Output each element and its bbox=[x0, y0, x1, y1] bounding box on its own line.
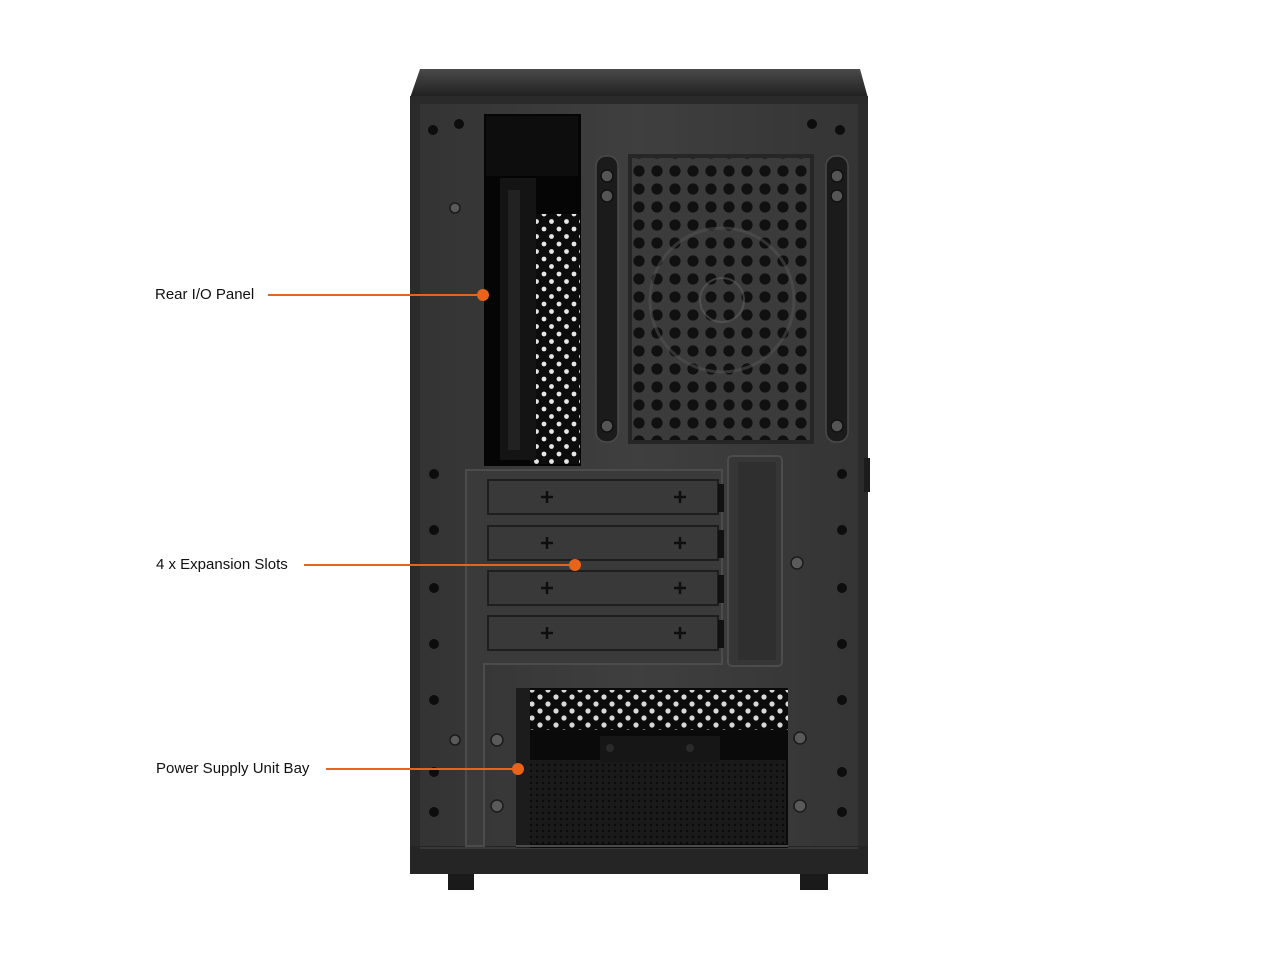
callout-rear-io-panel: Rear I/O Panel bbox=[155, 280, 495, 310]
rear-io-cutout bbox=[484, 114, 581, 466]
case-foot-right bbox=[800, 872, 828, 890]
callout-expansion-slots-label: 4 x Expansion Slots bbox=[156, 556, 288, 573]
callout-rear-io-panel-marker bbox=[477, 289, 489, 301]
callout-psu-bay-marker bbox=[512, 763, 524, 775]
case-top-panel bbox=[410, 69, 868, 98]
callout-expansion-slots-marker bbox=[569, 559, 581, 571]
callout-psu-bay-leader-line bbox=[326, 768, 518, 770]
callout-psu-bay: Power Supply Unit Bay bbox=[156, 754, 536, 784]
callout-rear-io-panel-leader-line bbox=[268, 294, 483, 296]
callout-psu-bay-label: Power Supply Unit Bay bbox=[156, 760, 310, 777]
callout-expansion-slots-leader-line bbox=[304, 564, 574, 566]
callout-rear-io-panel-label: Rear I/O Panel bbox=[155, 286, 255, 303]
rear-fan-vent bbox=[628, 154, 814, 444]
psu-bay-opening bbox=[516, 688, 788, 848]
expansion-slot-covers bbox=[487, 479, 724, 651]
panel-thumbscrews bbox=[449, 202, 807, 813]
fan-mount-slots bbox=[595, 155, 849, 443]
case-foot-left bbox=[448, 872, 474, 890]
callout-expansion-slots: 4 x Expansion Slots bbox=[156, 550, 586, 580]
